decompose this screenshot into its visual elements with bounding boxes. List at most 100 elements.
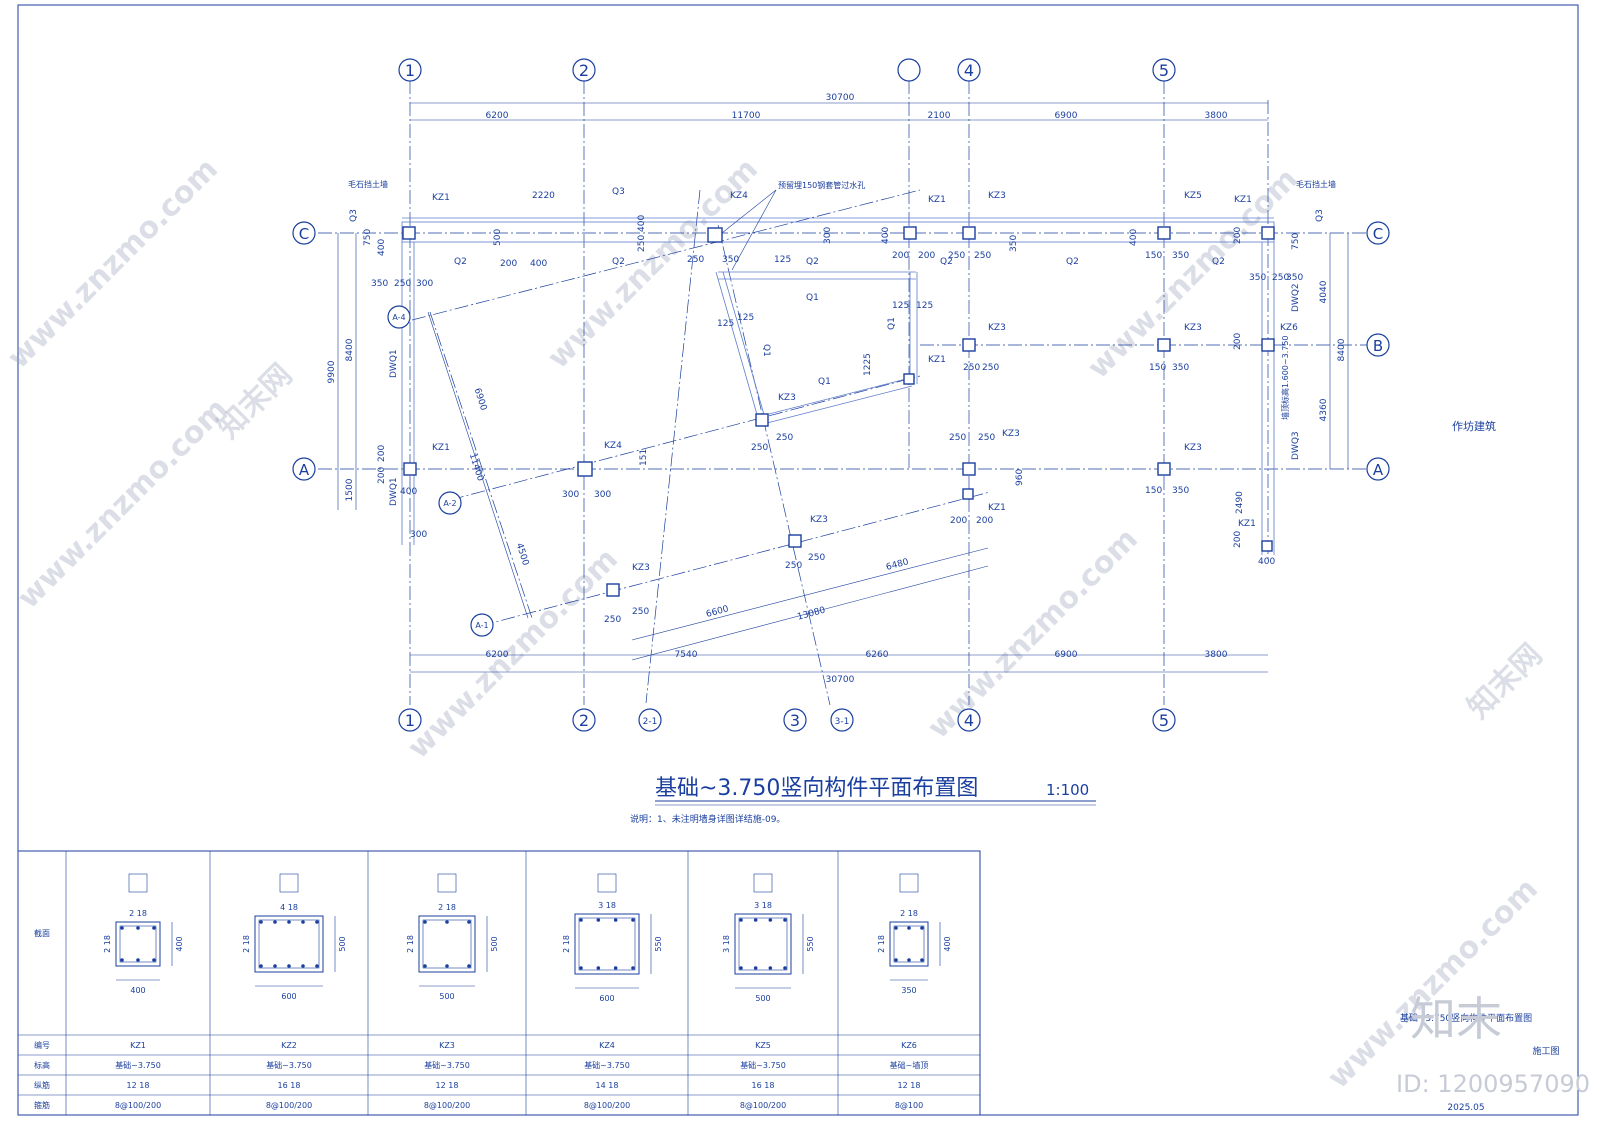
column-kz4 bbox=[707, 227, 723, 243]
wall-tag: Q2 bbox=[940, 257, 953, 267]
section-thumbnail bbox=[753, 873, 773, 893]
watermark-text: www.znzmo.com bbox=[11, 392, 235, 616]
columns bbox=[402, 226, 1275, 597]
dim-small: 150 bbox=[1145, 486, 1162, 496]
dim-skew: 6600 bbox=[705, 604, 730, 620]
rebar-dot bbox=[739, 966, 743, 970]
dim-small: 250 bbox=[604, 615, 621, 625]
wall-tag: Q1 bbox=[818, 377, 831, 387]
dim-right-outer: 8400 bbox=[1337, 338, 1347, 361]
axis-bubbles: 1 2 4 5 1 2 2-1 3 3-1 4 5 C A C B A A-4 … bbox=[292, 58, 1390, 732]
sheet-border bbox=[17, 4, 1579, 1116]
watermark-text: 知末网 bbox=[1461, 637, 1549, 725]
column-tag: KZ1 bbox=[988, 503, 1006, 513]
dim-small: 250 bbox=[808, 553, 825, 563]
rebar-dot bbox=[596, 918, 601, 922]
section-outline bbox=[889, 921, 929, 967]
top-bars: 4 18 bbox=[280, 903, 298, 912]
column-stirrup: 8@100/200 bbox=[584, 1101, 630, 1110]
column-elevation: 基础~3.750 bbox=[424, 1060, 470, 1070]
side-bars: 2 18 bbox=[103, 935, 112, 953]
column-stirrup: 8@100/200 bbox=[266, 1101, 312, 1110]
dim-skew: 13080 bbox=[796, 605, 827, 622]
rebar-dot bbox=[894, 926, 898, 930]
column-kz3 bbox=[1157, 462, 1171, 476]
dim-small: 300 bbox=[594, 490, 611, 500]
watermark-id: ID: 1200957090 bbox=[1396, 1070, 1590, 1098]
section-outline bbox=[115, 921, 161, 967]
column-stirrup: 8@100 bbox=[895, 1101, 923, 1110]
top-bars: 2 18 bbox=[438, 903, 456, 912]
column-tag: KZ4 bbox=[604, 441, 622, 451]
dim-left-inner: 1500 bbox=[345, 478, 355, 501]
dim-small: 750 bbox=[363, 229, 373, 246]
rebar-dot bbox=[120, 958, 124, 962]
dim-small: 400 bbox=[1258, 557, 1275, 567]
dim-small: 400 bbox=[637, 215, 647, 232]
dim-small: 250 bbox=[637, 235, 647, 252]
axis-label-row: C bbox=[1373, 225, 1383, 243]
rebar-dot bbox=[152, 958, 156, 962]
rebar-dot bbox=[783, 918, 787, 922]
dim-small: 200 bbox=[377, 445, 387, 462]
dim-left-outer: 9900 bbox=[327, 360, 337, 383]
dim-small: 200 bbox=[918, 251, 935, 261]
column-tag: KZ6 bbox=[1280, 323, 1298, 333]
column-tag: KZ3 bbox=[988, 191, 1006, 201]
dim-small: 350 bbox=[1286, 273, 1303, 283]
dim-small: 125 bbox=[774, 255, 791, 265]
column-tag: KZ3 bbox=[778, 393, 796, 403]
member-labels: KZ1 KZ4 KZ1 KZ3 KZ5 KZ1 KZ3 KZ3 KZ6 KZ1 … bbox=[348, 179, 1336, 573]
dim-small: 200 bbox=[1233, 227, 1243, 244]
section-width: 500 bbox=[439, 992, 454, 1001]
wall-tag: Q2 bbox=[1066, 257, 1079, 267]
rebar-dot bbox=[613, 918, 618, 922]
top-bars: 2 18 bbox=[129, 909, 147, 918]
wall-tag: Q3 bbox=[1315, 209, 1325, 222]
column-kz1 bbox=[903, 226, 917, 240]
section-width: 500 bbox=[755, 994, 770, 1003]
top-bars: 2 18 bbox=[900, 909, 918, 918]
section-height: 400 bbox=[943, 936, 952, 951]
axis-label-top: 2 bbox=[579, 61, 589, 80]
dim-small: 250 bbox=[948, 251, 965, 261]
rebar-dot bbox=[920, 926, 924, 930]
wall-tag: Q1 bbox=[761, 344, 771, 357]
dim-top-span: 6200 bbox=[486, 111, 509, 121]
dim-top-span: 3800 bbox=[1205, 111, 1228, 121]
column-kz1 bbox=[1261, 540, 1273, 552]
rebar-dot bbox=[315, 964, 319, 968]
column-kz1 bbox=[903, 373, 915, 385]
rebar-dot bbox=[907, 926, 911, 930]
dim-small: 200 bbox=[500, 259, 517, 269]
sheet-name: 基础~3.750竖向构件平面布置图 bbox=[1400, 1012, 1532, 1024]
axis-label-bottom: 2 bbox=[579, 711, 589, 730]
column-code: KZ5 bbox=[755, 1041, 771, 1050]
stirrup-outline bbox=[738, 917, 788, 971]
column-schedule: 截面 编号 标高 纵筋 箍筋 2 182 18400400KZ1基础~3.750… bbox=[17, 850, 981, 1116]
section-height: 500 bbox=[338, 936, 347, 951]
column-kz3 bbox=[788, 534, 802, 548]
dim-small: 750 bbox=[1291, 233, 1301, 250]
title-block: 基础~3.750竖向构件平面布置图 1:100 说明：1、未注明墙身详图详结施-… bbox=[630, 776, 1096, 825]
drawing-note: 说明：1、未注明墙身详图详结施-09。 bbox=[630, 813, 785, 825]
dim-small: 350 bbox=[722, 255, 739, 265]
wall-tag: Q2 bbox=[454, 257, 467, 267]
column-tag: KZ3 bbox=[988, 323, 1006, 333]
column-kz3 bbox=[962, 226, 976, 240]
section-outline bbox=[254, 915, 324, 973]
dim-skew: 6900 bbox=[472, 387, 489, 412]
rebar-dot bbox=[467, 920, 471, 924]
dim-left-inner: 8400 bbox=[345, 338, 355, 361]
wall-tag: DWQ1 bbox=[389, 349, 399, 378]
column-kz3 bbox=[962, 338, 976, 352]
rebar-dot bbox=[136, 958, 140, 962]
dim-bottom-span: 6200 bbox=[486, 650, 509, 660]
column-stirrup: 8@100/200 bbox=[424, 1101, 470, 1110]
dim-top-span: 2100 bbox=[928, 111, 951, 121]
dim-small: 1225 bbox=[863, 353, 873, 376]
axis-label-skew: A-1 bbox=[475, 621, 488, 630]
column-tag: KZ1 bbox=[432, 443, 450, 453]
